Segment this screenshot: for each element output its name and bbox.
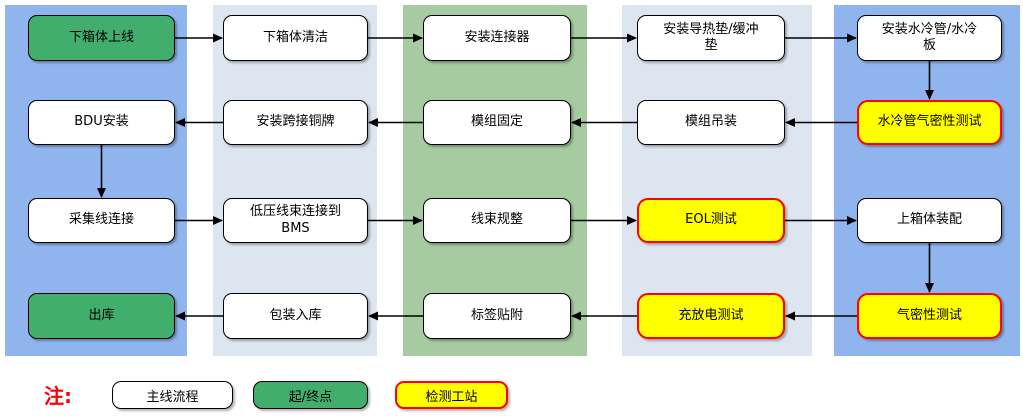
flow-node-install-thermal-pad: 安装导热垫/缓冲 垫: [637, 15, 785, 61]
flow-node-install-busbar: 安装跨接铜牌: [223, 100, 368, 145]
flow-node-module-hoisting: 模组吊装: [637, 100, 785, 145]
flow-node-cooling-pipe-leak-test: 水冷管气密性测试: [857, 100, 1002, 145]
flow-node-charge-discharge-test: 充放电测试: [637, 293, 785, 339]
legend-main-process: 主线流程: [112, 381, 233, 409]
flow-node-install-cooling-pipe: 安装水冷管/水冷 板: [857, 15, 1002, 61]
flow-node-harness-connect: 采集线连接: [28, 198, 175, 243]
legend-note: 注:: [44, 384, 72, 408]
flow-node-label-attach: 标签贴附: [423, 293, 571, 339]
flow-node-bdu-install: BDU安装: [28, 100, 175, 145]
flow-node-harness-arrange: 线束规整: [423, 198, 571, 243]
flow-node-airtight-test: 气密性测试: [857, 293, 1002, 339]
flow-node-lv-harness-to-bms: 低压线束连接到 BMS: [223, 198, 368, 243]
legend-test-station: 检测工站: [395, 381, 508, 409]
flow-node-eol-test: EOL测试: [637, 198, 785, 243]
legend-start-end: 起/终点: [253, 381, 368, 409]
flow-node-outbound: 出库: [28, 293, 175, 339]
flow-node-install-connector: 安装连接器: [423, 15, 571, 61]
flow-node-module-fixing: 模组固定: [423, 100, 571, 145]
flow-node-lower-box-clean: 下箱体清洁: [223, 15, 368, 61]
flow-node-upper-box-assembly: 上箱体装配: [857, 198, 1002, 243]
flow-node-lower-box-online: 下箱体上线: [28, 15, 175, 61]
flow-node-pack-warehouse: 包装入库: [223, 293, 368, 339]
